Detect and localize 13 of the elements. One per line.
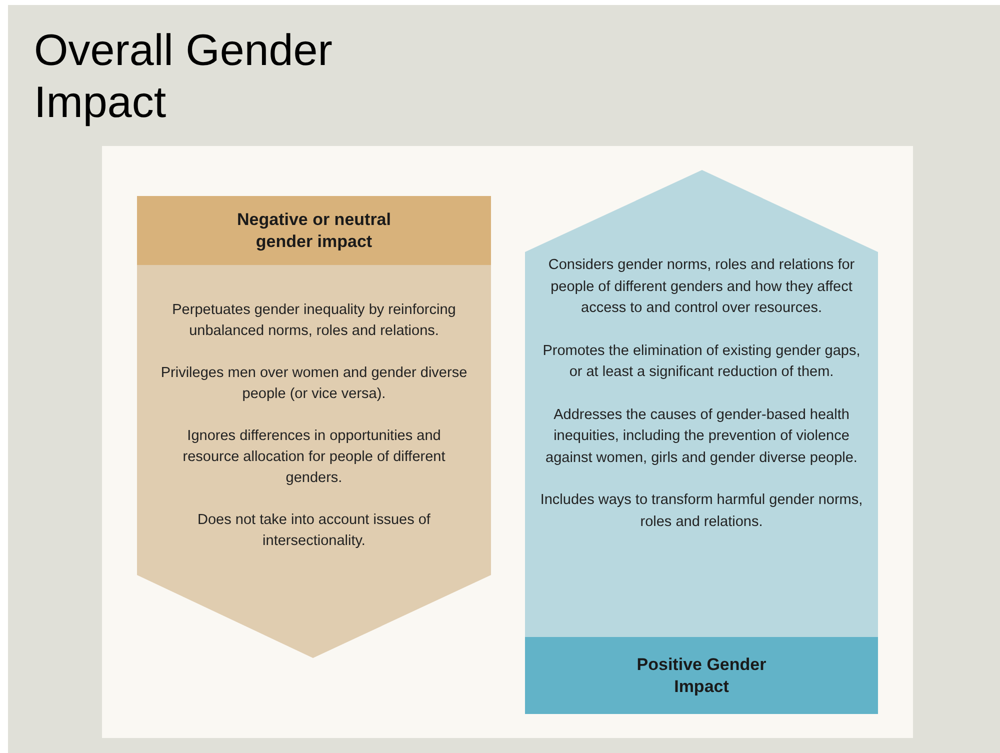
description-text: Perpetuates gender inequality by reinforcing unbalanced norms, roles and relations.: [171, 301, 457, 341]
house-shape-panel: [525, 170, 878, 714]
page-title: Overall Gender Impact: [34, 25, 334, 129]
description-text: Ignores differences in opportunities and resource allocation for people of different genders.: [182, 427, 446, 488]
description-text: Considers gender norms, roles and relations for people of different genders and how they affect access to and control over resources.: [547, 256, 856, 318]
down-arrow-panel: [137, 196, 491, 658]
description-text: Privileges men over women and gender diverse people (or vice versa).: [160, 364, 468, 404]
description-text: Addresses the causes of gender-based health inequities, including the prevention of violence against women, girls and gender diverse people.: [544, 406, 858, 468]
panel-heading: Negative or neutral gender impact: [236, 208, 392, 252]
description-text: Promotes the elimination of existing gender gaps, or at least a significant reduction of them.: [542, 342, 862, 382]
description-text: Does not take into account issues of intersectionality.: [196, 511, 432, 551]
panel-heading: Positive Gender Impact: [636, 654, 768, 698]
description-text: Includes ways to transform harmful gender norms, roles and relations.: [539, 491, 864, 532]
